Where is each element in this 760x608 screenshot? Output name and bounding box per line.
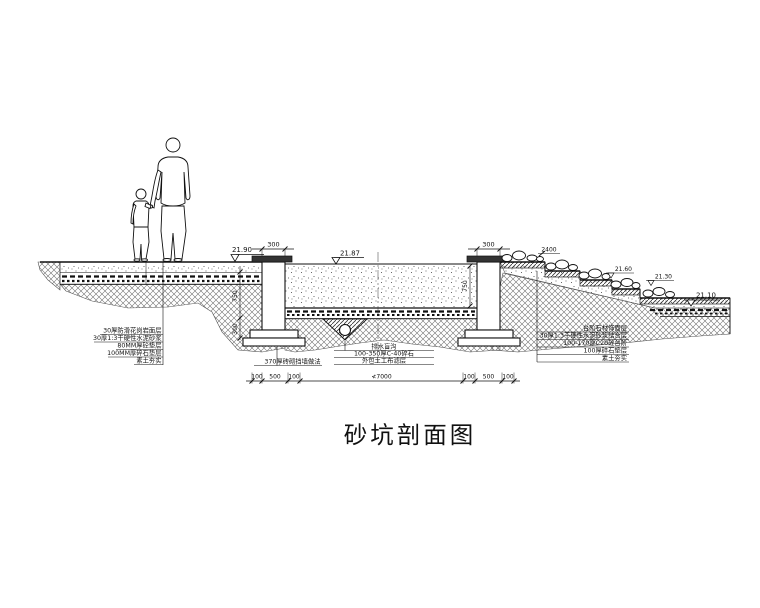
note-drain-1: 100-350厚C-40碎石 (354, 349, 414, 358)
elevation-bottom-right: 21.10 (696, 292, 716, 300)
dim-chain-5: 500 (483, 374, 495, 381)
note-drain-2: 外包土工布滤层 (362, 356, 406, 365)
pavement-bedding (60, 263, 262, 272)
dim-chain-1: 500 (269, 374, 281, 381)
note-right-layer-3: 100厚碎石垫层 (583, 346, 627, 355)
note-right-layer-1: 30厚1:3干硬性水泥砂浆结合层 (540, 331, 627, 340)
wall-caps (251, 255, 508, 263)
dim-pit-depth: 750 (462, 280, 469, 292)
wall-note-group: 370厚砖砌挡墙做法 (254, 347, 322, 366)
note-left-layer-1: 30厚1:3干硬性水泥砂浆 (93, 333, 162, 342)
left-footing-upper (249, 329, 299, 339)
elevation-sand-surface: 21.87 (340, 250, 360, 258)
sand-fill (284, 263, 478, 309)
dim-chain-0: 100 (251, 374, 263, 381)
right-footing-upper (464, 329, 514, 339)
left-footing-lower (242, 337, 306, 347)
elevation-step-upper: 21.60 (615, 266, 632, 273)
left-wall (261, 261, 286, 331)
dim-left-wall-width: 300 (267, 241, 279, 249)
dim-steps-top: 2400 (541, 247, 556, 254)
child-figure (130, 188, 152, 262)
drawing-title: 砂坑剖面图 (344, 421, 477, 449)
note-left-layer-2: 80MM厚砼垫层 (117, 341, 161, 350)
dim-left-footing-height: 300 (232, 323, 239, 335)
adult-figure (148, 137, 191, 262)
step-treads (499, 261, 731, 305)
note-right-layer-2: 100-170厚C20砼台阶 (563, 338, 628, 347)
elevation-flags: 21.90 21.87 2400 21.60 21.30 21.10 (230, 246, 720, 307)
right-layer-notes: 台阶石材饰面层 30厚1:3干硬性水泥砂浆结合层 100-170厚C20砼台阶 … (536, 271, 629, 363)
dim-chain-2: 100 (288, 374, 300, 381)
right-footing-lower (457, 337, 521, 347)
dim-chain-4: 100 (463, 374, 475, 381)
drain-blind-ditch (321, 318, 369, 341)
note-wall: 370厚砖砌挡墙做法 (264, 357, 320, 366)
drain-pipe-icon (338, 323, 352, 337)
elevation-step-lower: 21.30 (655, 274, 672, 281)
dimension-chain: 100 500 100 ≮7000 100 500 100 (246, 372, 520, 384)
note-drain-0: 排水盲沟 (371, 342, 396, 351)
left-wall-cap (251, 255, 293, 263)
dim-chain-3: ≮7000 (371, 374, 391, 381)
dim-chain-6: 100 (502, 374, 514, 381)
note-left-layer-3: 100MM厚碎石垫层 (107, 348, 161, 357)
elevation-left-walkway: 21.90 (232, 246, 252, 254)
note-left-layer-0: 30厚防滑花岗岩面层 (103, 326, 161, 335)
wall-width-dims: 300 300 (252, 241, 510, 256)
vertical-dims: 750 300 750 (232, 263, 473, 341)
note-left-layer-4: 素土夯实 (136, 356, 161, 365)
drain-notes: 排水盲沟 100-350厚C-40碎石 外包土工布滤层 (334, 341, 434, 365)
right-wall-cap (466, 255, 508, 263)
rockery-stones (501, 250, 675, 298)
note-right-layer-4: 素土夯实 (602, 353, 627, 362)
dim-right-wall-width: 300 (482, 241, 494, 249)
dim-left-wall-height: 750 (232, 290, 239, 302)
note-right-layer-0: 台阶石材饰面层 (583, 323, 627, 332)
right-wall (476, 261, 501, 331)
left-layer-notes: 30厚防滑花岗岩面层 30厚1:3干硬性水泥砂浆 80MM厚砼垫层 100MM厚… (93, 262, 164, 365)
